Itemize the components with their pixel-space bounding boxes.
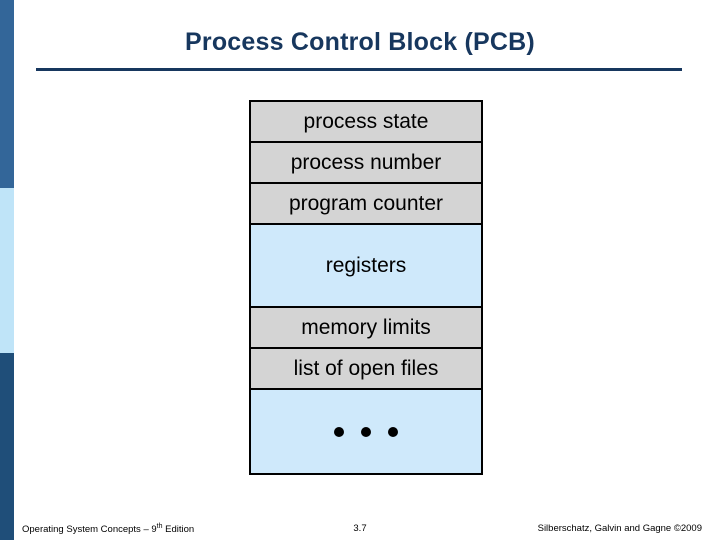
footer-edition: Operating System Concepts – 9th Edition [22,523,194,535]
footer-copyright: Silberschatz, Galvin and Gagne ©2009 [537,523,702,534]
sidebar-accent-bottom [0,353,14,540]
pcb-row-program-counter: program counter [251,184,481,225]
sidebar-accent-top [0,0,14,188]
page-title: Process Control Block (PCB) [185,28,535,56]
pcb-row-label: program counter [288,191,444,215]
pcb-diagram: process state process number program cou… [249,100,483,475]
pcb-row-memory-limits: memory limits [251,308,481,349]
dot-icon [334,426,344,437]
pcb-row-open-files: list of open files [251,349,481,390]
ellipsis-dots-icon [251,426,481,437]
pcb-row-label: list of open files [293,356,439,380]
sidebar-accent-middle [0,188,14,353]
footer-edition-text: Operating System Concepts – 9 [22,524,157,536]
pcb-row-process-state: process state [251,102,481,143]
pcb-row-label: registers [325,253,407,277]
pcb-row-ellipsis [251,390,481,473]
pcb-row-registers: registers [251,225,481,308]
title-underline [36,68,682,71]
pcb-row-process-number: process number [251,143,481,184]
footer-slide-number: 3.7 [353,523,367,534]
footer-edition-sup: th [156,523,163,530]
dot-icon [388,426,398,437]
dot-icon [361,426,371,437]
footer-edition-tail: Edition [162,524,195,536]
pcb-row-label: process state [303,109,429,133]
pcb-row-label: process number [290,150,442,174]
pcb-row-label: memory limits [301,315,431,339]
